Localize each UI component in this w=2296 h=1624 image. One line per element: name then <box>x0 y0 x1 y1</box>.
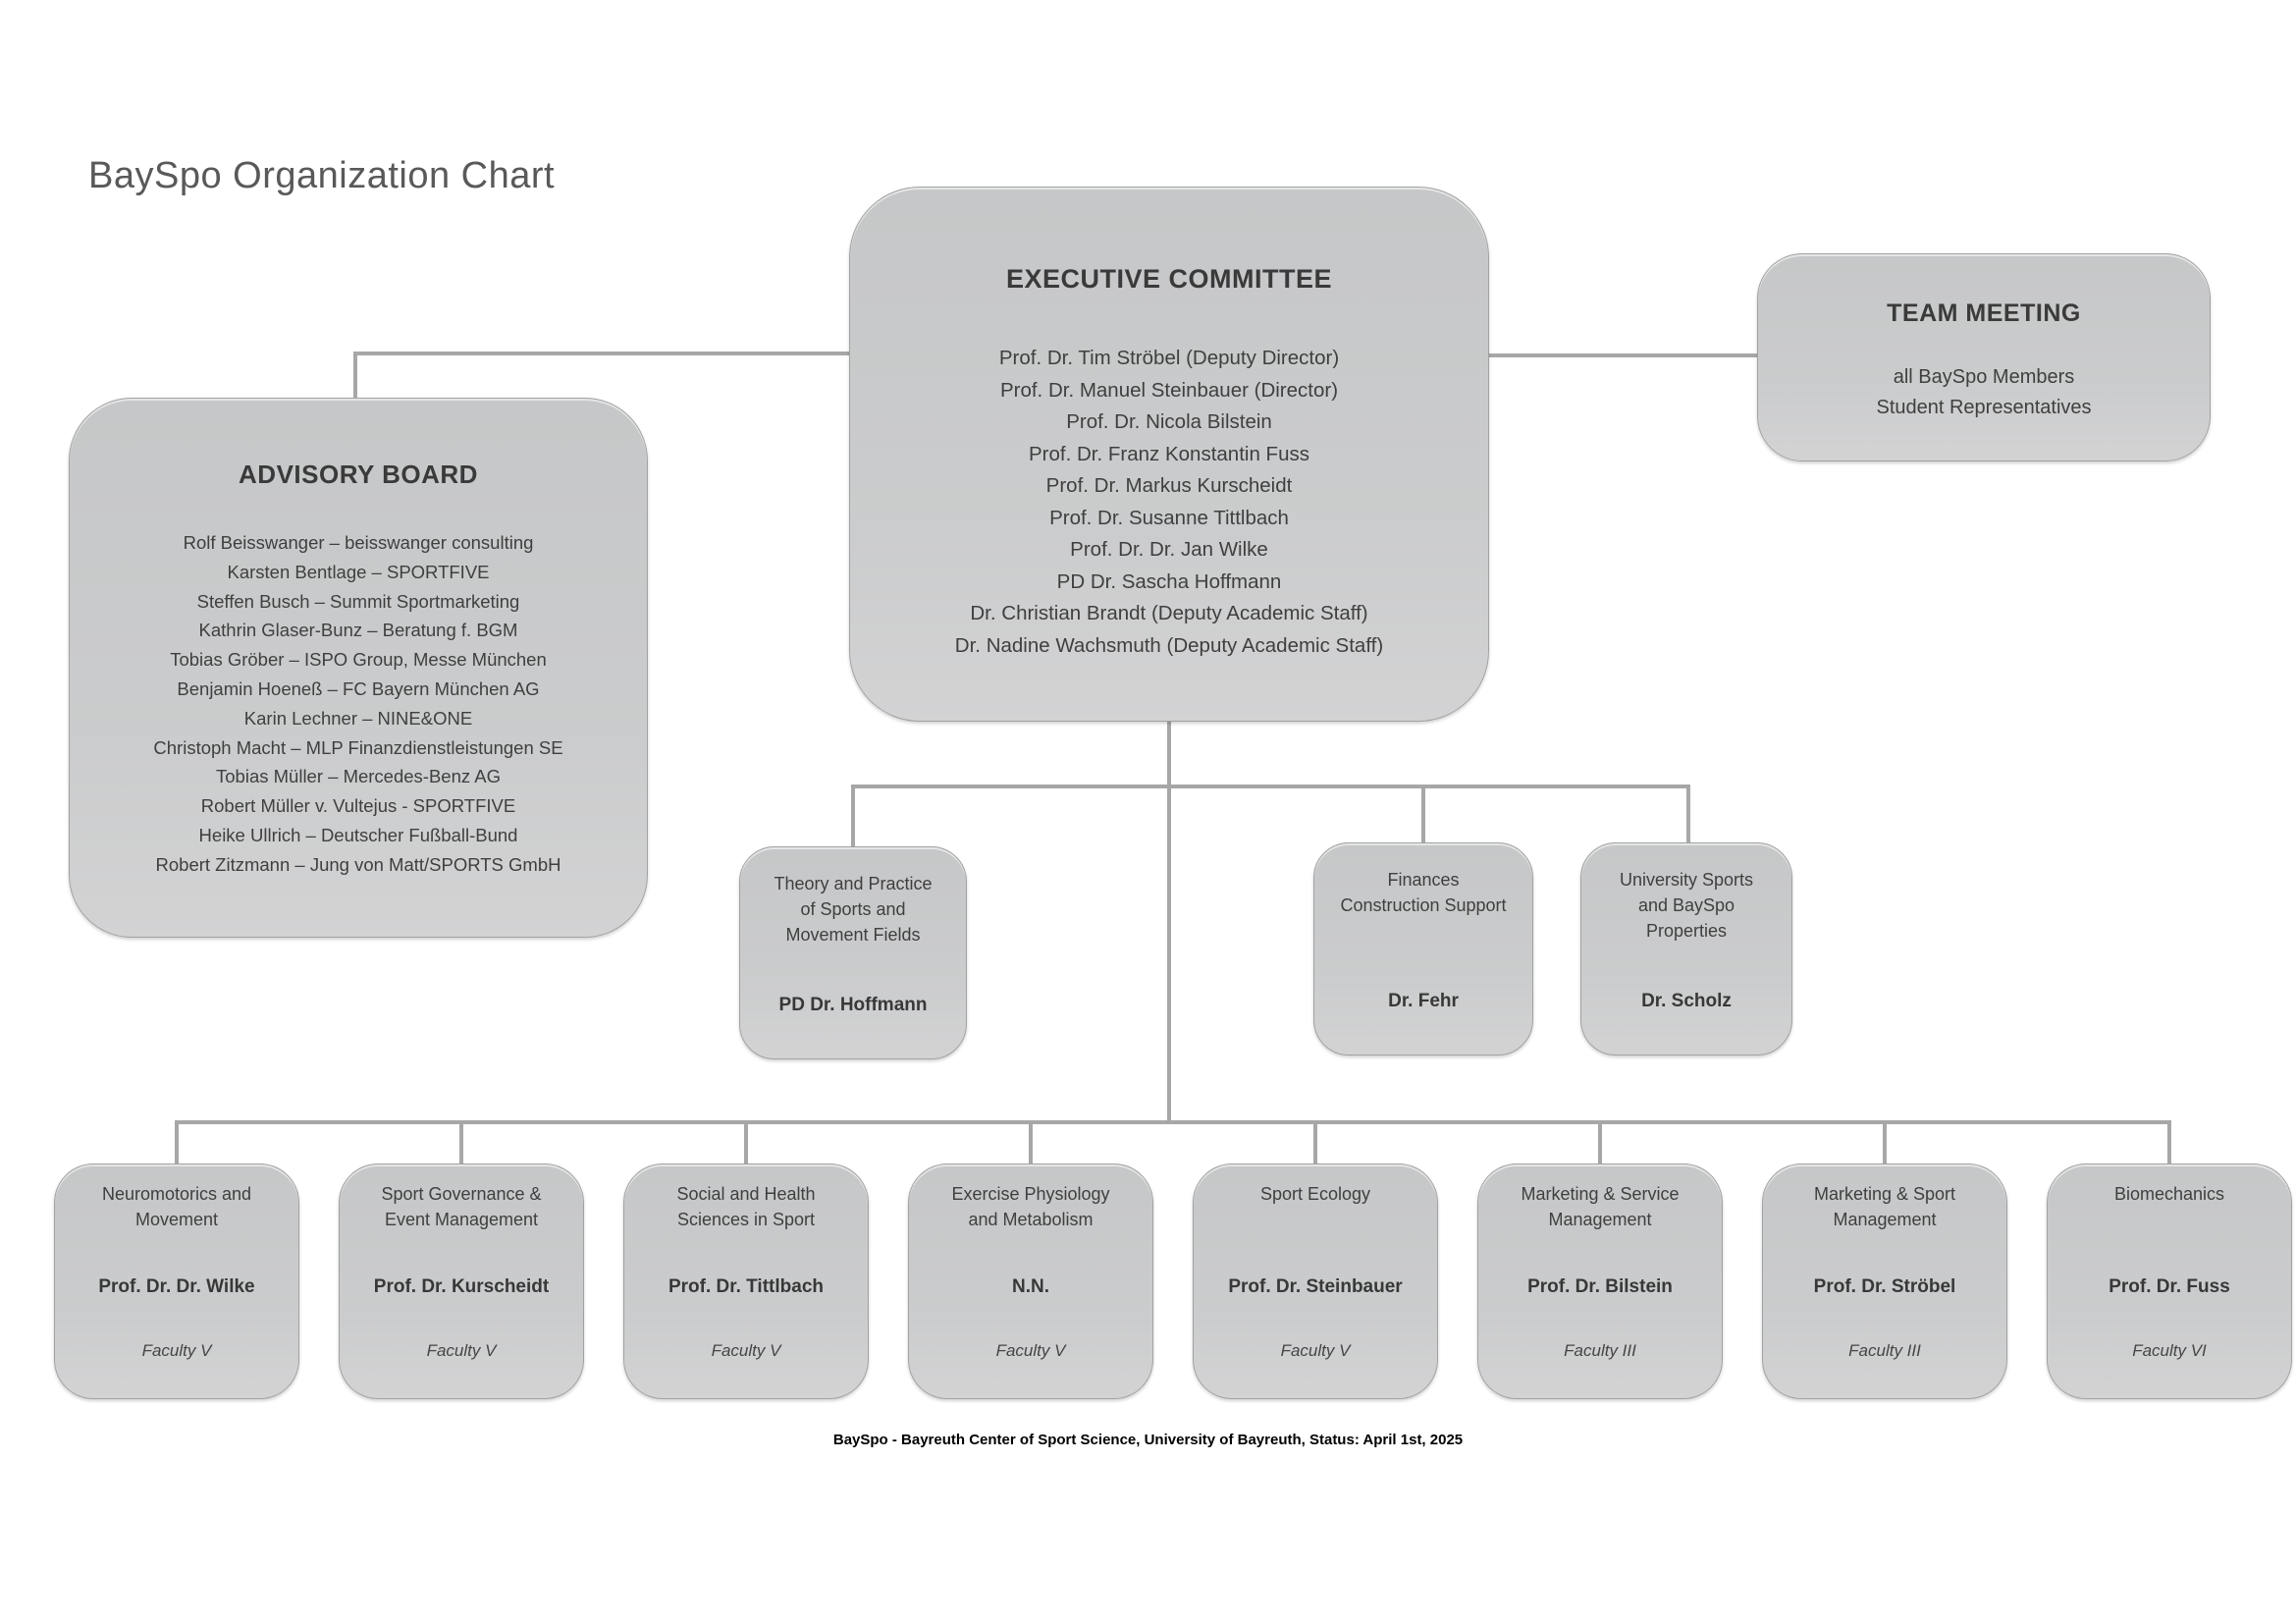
dept-faculty: Faculty V <box>1280 1341 1351 1360</box>
advisory-member: Karin Lechner – NINE&ONE <box>243 707 473 729</box>
unit-lead: PD Dr. Hoffmann <box>778 995 928 1015</box>
advisory-board-title: ADVISORY BOARD <box>239 460 478 489</box>
dept-title: Marketing & Service Management <box>1521 1184 1680 1229</box>
advisory-member: Kathrin Glaser-Bunz – Beratung f. BGM <box>198 620 518 641</box>
dept-lead: Prof. Dr. Bilstein <box>1527 1276 1673 1297</box>
advisory-member: Tobias Gröber – ISPO Group, Messe Münche… <box>170 649 547 671</box>
connector-advisory-vertical <box>353 352 357 399</box>
executive-committee-list: Prof. Dr. Tim Ströbel (Deputy Director) … <box>850 343 1488 662</box>
committee-member: Prof. Dr. Franz Konstantin Fuss <box>1029 442 1309 465</box>
executive-committee-box: EXECUTIVE COMMITTEE Prof. Dr. Tim Ströbe… <box>849 187 1489 722</box>
dept-sport-ecology-box: Sport Ecology Prof. Dr. Steinbauer Facul… <box>1193 1164 1438 1399</box>
committee-member: Dr. Nadine Wachsmuth (Deputy Academic St… <box>954 633 1384 657</box>
dept-faculty: Faculty V <box>426 1341 497 1360</box>
dept-title: Sport Ecology <box>1259 1184 1371 1204</box>
committee-member: Dr. Christian Brandt (Deputy Academic St… <box>970 602 1368 624</box>
dept-faculty: Faculty III <box>1564 1341 1636 1360</box>
unit-lead: Dr. Fehr <box>1388 991 1459 1011</box>
dept-neuromotorics-box: Neuromotorics and Movement Prof. Dr. Dr.… <box>54 1164 299 1399</box>
dept-marketing-service-box: Marketing & Service Management Prof. Dr.… <box>1477 1164 1723 1399</box>
committee-member: PD Dr. Sascha Hoffmann <box>1056 569 1282 593</box>
team-meeting-line: Student Representatives <box>1876 397 2092 418</box>
unit-university-sports-box: University Sports and BaySpo Properties … <box>1580 842 1792 1056</box>
committee-member: Prof. Dr. Dr. Jan Wilke <box>1070 538 1268 561</box>
unit-finances-box: Finances Construction Support Dr. Fehr <box>1313 842 1533 1056</box>
committee-member: Prof. Dr. Tim Ströbel (Deputy Director) <box>998 347 1340 369</box>
executive-committee-title: EXECUTIVE COMMITTEE <box>1005 264 1333 294</box>
connector-ec-trunk-vertical <box>1167 721 1171 1124</box>
advisory-member: Rolf Beisswanger – beisswanger consultin… <box>183 532 534 553</box>
advisory-member: Heike Ullrich – Deutscher Fußball-Bund <box>198 824 518 845</box>
connector-support-horizontal <box>851 785 1690 788</box>
connector-drop-dept-8 <box>2167 1120 2171 1165</box>
connector-drop-dept-4 <box>1029 1120 1033 1165</box>
unit-theory-practice-box: Theory and Practice of Sports and Moveme… <box>739 846 967 1059</box>
advisory-board-list: Rolf Beisswanger – beisswanger consultin… <box>70 528 647 880</box>
dept-biomechanics-box: Biomechanics Prof. Dr. Fuss Faculty VI <box>2047 1164 2292 1399</box>
connector-drop-dept-7 <box>1883 1120 1887 1165</box>
dept-marketing-sport-box: Marketing & Sport Management Prof. Dr. S… <box>1762 1164 2007 1399</box>
connector-drop-dept-6 <box>1598 1120 1602 1165</box>
advisory-member: Robert Zitzmann – Jung von Matt/SPORTS G… <box>155 853 561 875</box>
dept-lead: Prof. Dr. Steinbauer <box>1228 1276 1403 1297</box>
team-meeting-box: TEAM MEETING all BaySpo Members Student … <box>1757 253 2211 461</box>
advisory-board-box: ADVISORY BOARD Rolf Beisswanger – beissw… <box>69 398 648 938</box>
dept-lead: Prof. Dr. Ströbel <box>1813 1276 1956 1297</box>
connector-drop-university <box>1686 785 1690 843</box>
dept-sport-governance-box: Sport Governance & Event Management Prof… <box>339 1164 584 1399</box>
advisory-member: Karsten Bentlage – SPORTFIVE <box>227 561 490 582</box>
dept-faculty: Faculty V <box>711 1341 781 1360</box>
advisory-member: Christoph Macht – MLP Finanzdienstleistu… <box>153 736 563 758</box>
dept-faculty: Faculty VI <box>2132 1341 2207 1360</box>
dept-lead: N.N. <box>1012 1276 1049 1297</box>
dept-title: Marketing & Sport Management <box>1813 1184 1956 1229</box>
dept-title: Neuromotorics and Movement <box>101 1184 252 1229</box>
dept-lead: Prof. Dr. Tittlbach <box>667 1276 824 1297</box>
unit-lead: Dr. Scholz <box>1641 991 1732 1011</box>
team-meeting-title: TEAM MEETING <box>1887 299 2081 327</box>
connector-drop-dept-1 <box>175 1120 179 1165</box>
dept-faculty: Faculty V <box>141 1341 212 1360</box>
dept-lead: Prof. Dr. Kurscheidt <box>373 1276 550 1297</box>
committee-member: Prof. Dr. Manuel Steinbauer (Director) <box>999 378 1339 402</box>
connector-departments-horizontal <box>175 1120 2171 1124</box>
committee-member: Prof. Dr. Nicola Bilstein <box>1066 410 1272 433</box>
advisory-member: Benjamin Hoeneß – FC Bayern München AG <box>177 677 540 699</box>
dept-title: Biomechanics <box>2113 1184 2225 1204</box>
footer-caption: BaySpo - Bayreuth Center of Sport Scienc… <box>832 1432 1464 1448</box>
team-meeting-line: all BaySpo Members <box>1893 366 2075 388</box>
committee-member: Prof. Dr. Susanne Tittlbach <box>1049 506 1289 529</box>
unit-title: Finances Construction Support <box>1340 870 1507 915</box>
advisory-member: Steffen Busch – Summit Sportmarketing <box>196 590 520 612</box>
dept-exercise-physiology-box: Exercise Physiology and Metabolism N.N. … <box>908 1164 1153 1399</box>
unit-title: University Sports and BaySpo Properties <box>1619 870 1754 941</box>
dept-faculty: Faculty V <box>995 1341 1066 1360</box>
connector-advisory-horizontal <box>353 352 850 355</box>
dept-title: Exercise Physiology and Metabolism <box>951 1184 1110 1229</box>
advisory-member: Robert Müller v. Vultejus - SPORTFIVE <box>200 795 516 817</box>
dept-lead: Prof. Dr. Dr. Wilke <box>98 1276 255 1297</box>
dept-faculty: Faculty III <box>1848 1341 1921 1360</box>
connector-drop-finances <box>1421 785 1425 843</box>
connector-drop-dept-3 <box>744 1120 748 1165</box>
connector-drop-dept-2 <box>459 1120 463 1165</box>
departments-row: Neuromotorics and Movement Prof. Dr. Dr.… <box>54 1164 2292 1399</box>
dept-title: Social and Health Sciences in Sport <box>676 1184 816 1229</box>
connector-drop-dept-5 <box>1313 1120 1317 1165</box>
connector-team-horizontal <box>1488 353 1758 357</box>
dept-title: Sport Governance & Event Management <box>381 1184 542 1229</box>
dept-lead: Prof. Dr. Fuss <box>2109 1276 2230 1297</box>
team-meeting-lines: all BaySpo Members Student Representativ… <box>1758 362 2210 423</box>
dept-social-health-box: Social and Health Sciences in Sport Prof… <box>623 1164 869 1399</box>
unit-title: Theory and Practice of Sports and Moveme… <box>774 874 933 945</box>
committee-member: Prof. Dr. Markus Kurscheidt <box>1045 474 1293 497</box>
page-title: BaySpo Organization Chart <box>88 155 556 196</box>
connector-drop-theory <box>851 785 855 847</box>
advisory-member: Tobias Müller – Mercedes-Benz AG <box>216 766 501 787</box>
